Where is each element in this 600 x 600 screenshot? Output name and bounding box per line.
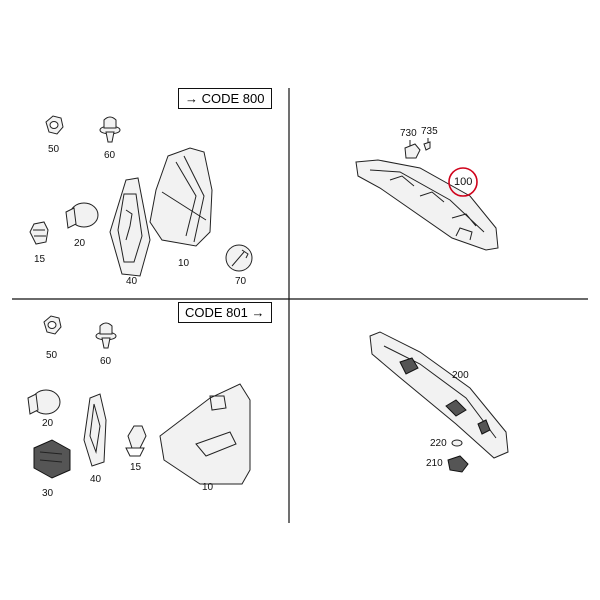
label-bl-40: 40 xyxy=(90,474,102,485)
part-60-clip-top xyxy=(99,116,121,143)
part-20-bulb-top xyxy=(65,202,99,229)
part-210-socket-small xyxy=(447,455,469,473)
highlight-circle xyxy=(448,167,478,197)
part-50-nut-top xyxy=(45,115,64,135)
part-10-lamp-top xyxy=(149,147,213,247)
label-br-210: 210 xyxy=(426,458,443,469)
part-100-trim-panel xyxy=(355,159,499,251)
label-tl-10: 10 xyxy=(178,258,190,269)
part-10-lamp-bottom xyxy=(159,383,251,485)
label-br-220: 220 xyxy=(430,438,447,449)
part-15-socket-top xyxy=(29,221,49,245)
label-bl-15: 15 xyxy=(130,462,142,473)
part-70-tool-top xyxy=(225,244,253,272)
label-tr-100: 100 xyxy=(454,176,473,188)
part-220-bulb-small xyxy=(451,439,463,447)
label-tl-15: 15 xyxy=(34,254,46,265)
label-bl-60: 60 xyxy=(100,356,112,367)
code-800-label: CODE 800 xyxy=(201,91,265,106)
label-br-200: 200 xyxy=(452,370,469,381)
part-40-gasket-top xyxy=(109,177,151,277)
part-20-bulb-bottom xyxy=(27,389,61,415)
label-tl-70: 70 xyxy=(235,276,247,287)
part-60-clip-bottom xyxy=(95,322,117,349)
label-bl-50: 50 xyxy=(46,350,58,361)
part-15-socket-bottom xyxy=(125,425,147,457)
label-tl-60: 60 xyxy=(104,150,116,161)
part-730-735-small-parts xyxy=(404,138,431,159)
label-bl-10: 10 xyxy=(202,482,214,493)
part-50-nut-bottom xyxy=(43,315,62,335)
arrow-right-icon: → xyxy=(247,305,265,320)
part-30-holder xyxy=(33,439,71,479)
label-bl-20: 20 xyxy=(42,418,54,429)
label-tl-50: 50 xyxy=(48,144,60,155)
code-801-box: CODE 801 → xyxy=(178,302,272,323)
label-bl-30: 30 xyxy=(42,488,54,499)
label-tr-735: 735 xyxy=(421,126,438,137)
arrow-right-icon: → xyxy=(185,91,202,106)
part-200-handle-strip xyxy=(369,331,509,459)
part-40-gasket-bottom xyxy=(83,393,107,467)
label-tr-730: 730 xyxy=(400,128,417,139)
code-801-label: CODE 801 xyxy=(185,305,248,320)
label-tl-20: 20 xyxy=(74,238,86,249)
code-800-box: → CODE 800 xyxy=(178,88,272,109)
label-tl-40: 40 xyxy=(126,276,138,287)
